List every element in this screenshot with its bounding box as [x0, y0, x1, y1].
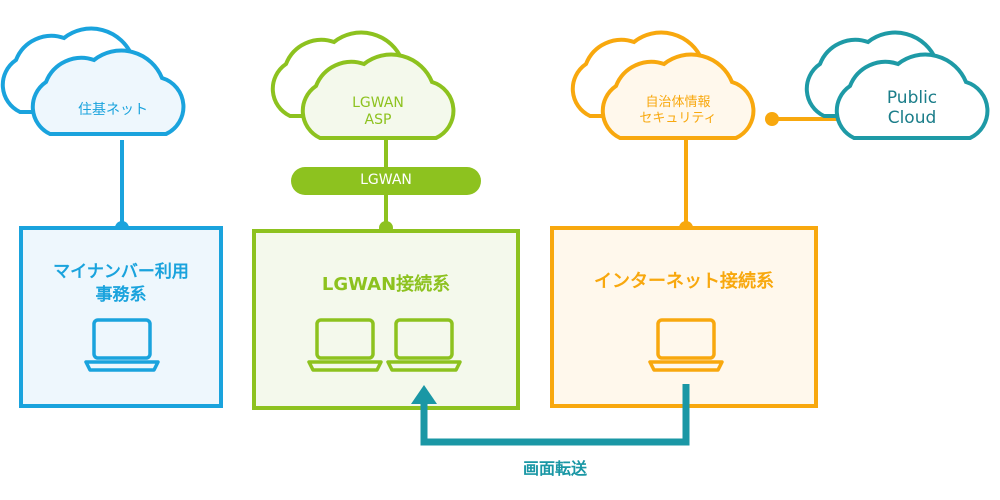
screen-transfer-arrow-line: [420, 384, 690, 446]
screen-transfer-label: 画面転送: [522, 459, 587, 478]
lgwan-asp-label-line2: ASP: [364, 111, 392, 128]
internet-zone-box: [550, 226, 818, 408]
lgwan-asp-cloud-label: LGWAN ASP: [328, 95, 428, 129]
lgwan-bar-label: LGWAN: [360, 172, 412, 188]
lgwan-asp-label-line1: LGWAN: [352, 95, 404, 111]
mynumber-zone-title: マイナンバー利用 事務系: [23, 261, 219, 307]
lgwan-bar: [291, 167, 481, 195]
lgwan-zone-box: [252, 229, 520, 410]
public-cloud-label-line1: Public: [886, 88, 938, 108]
mynumber-title-line2: 事務系: [95, 284, 147, 305]
arrow-up-icon: [411, 385, 437, 404]
mynumber-zone-box: [19, 226, 223, 408]
internet-zone-title: インターネット接続系: [594, 271, 774, 292]
lgwan-zone-title: LGWAN接続系: [321, 274, 451, 295]
jichitai-label-line1: 自治体情報: [645, 95, 711, 110]
jichitai-label-line2: セキュリティ: [639, 110, 717, 126]
jichitai-cloud-label: 自治体情報 セキュリティ: [618, 95, 738, 126]
mynumber-title-line1: マイナンバー利用: [53, 262, 189, 282]
public-cloud-label-line2: Cloud: [887, 108, 937, 129]
public-cloud-connector-dot: [765, 112, 779, 126]
juki-cloud-label: 住基ネット: [78, 102, 148, 118]
public-cloud-label: Public Cloud: [862, 88, 962, 129]
